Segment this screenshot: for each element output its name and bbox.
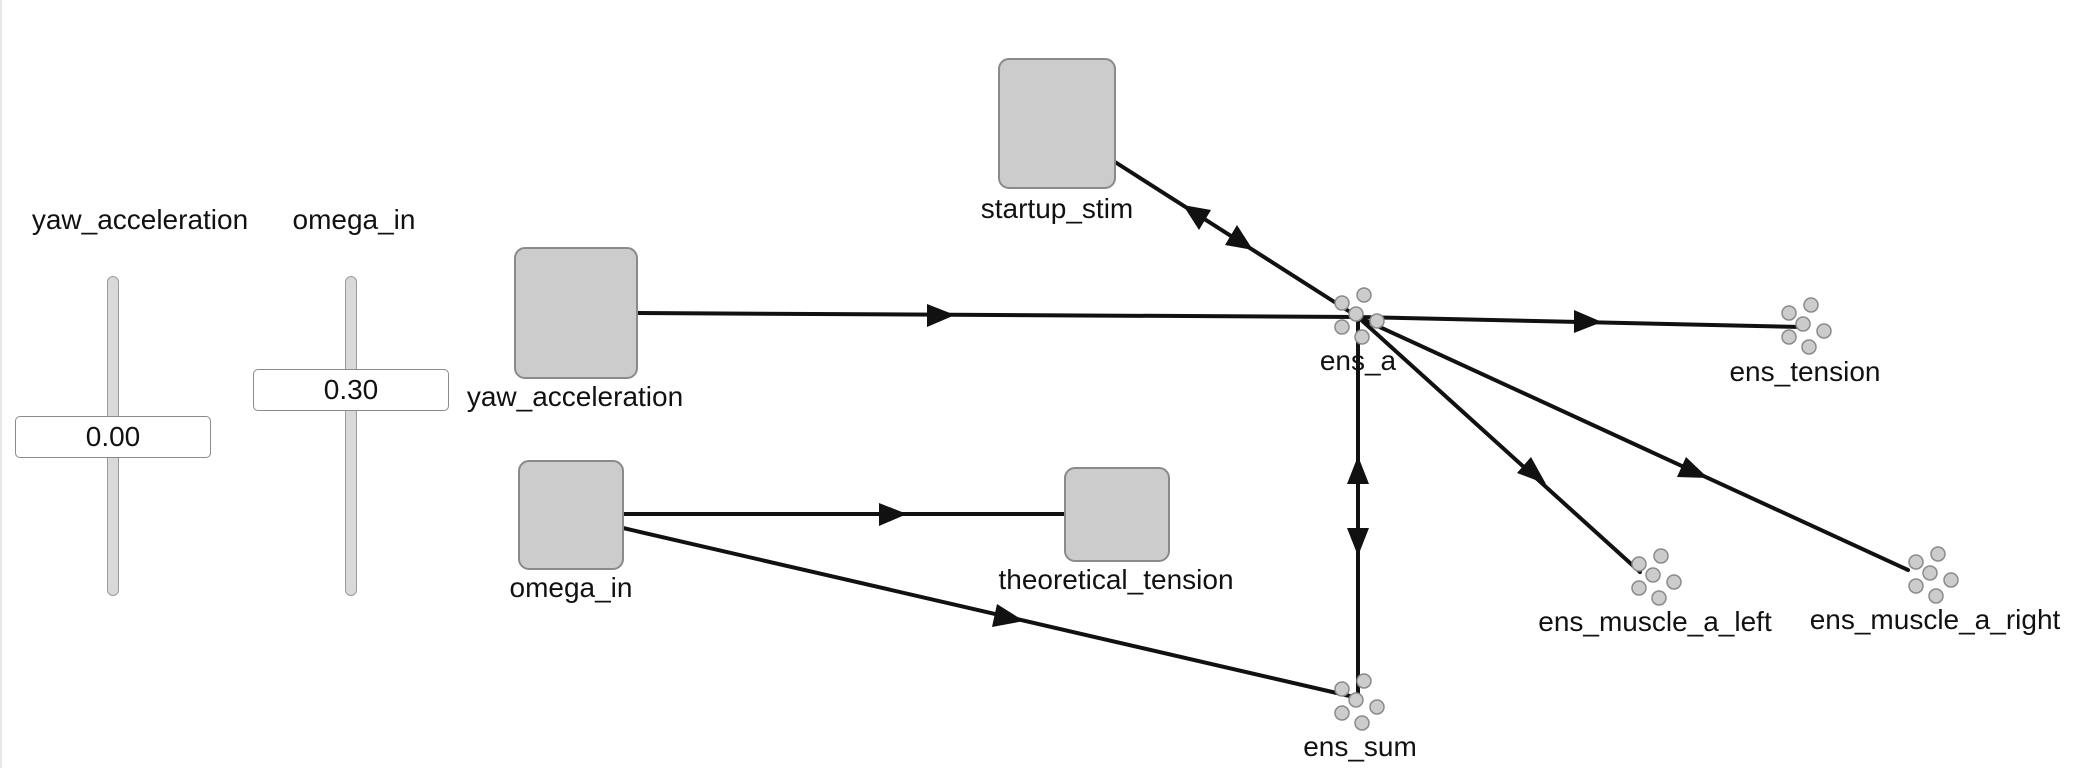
ensemble-ens-sum-icon[interactable] <box>1334 673 1385 731</box>
arrowhead-ens-a-to-ens-sum <box>1347 528 1369 556</box>
node-yaw-acceleration-label: yaw_acceleration <box>467 381 683 412</box>
node-startup-stim-label: startup_stim <box>981 193 1134 224</box>
slider-yaw-acceleration-label: yaw_acceleration <box>31 204 249 235</box>
node-theoretical-tension-box[interactable] <box>1064 467 1170 562</box>
arrowhead-ens-a-to-ens-tension <box>1574 310 1602 333</box>
node-omega-in-box[interactable] <box>518 460 624 570</box>
arrowhead-omega-in-to-ens-sum <box>992 604 1024 627</box>
ensemble-ens-tension-label: ens_tension <box>1729 356 1880 387</box>
connection-ens-a-to-ens-muscle-a-right <box>1356 315 1910 572</box>
arrowhead-ens-a-to-ens-muscle-a-right <box>1677 457 1708 478</box>
arrowhead-yaw-acceleration-to-ens-a <box>927 304 955 327</box>
slider-omega-in-label: omega_in <box>292 204 416 235</box>
ensemble-ens-muscle-a-left-icon[interactable] <box>1631 548 1682 606</box>
connection-omega-in-to-ens-sum <box>621 526 1356 699</box>
arrowhead-ens-a-to-ens-muscle-a-left <box>1517 457 1546 484</box>
node-startup-stim-box[interactable] <box>998 58 1116 189</box>
arrowhead-ens-a-to-startup-stim <box>1183 205 1211 230</box>
slider-omega-in-track[interactable] <box>345 276 357 596</box>
ensemble-ens-sum-label: ens_sum <box>1303 731 1417 762</box>
slider-omega-in-handle[interactable]: 0.30 <box>253 369 449 411</box>
slider-yaw-acceleration-handle[interactable]: 0.00 <box>15 416 211 458</box>
arrowhead-startup-stim-to-ens-a <box>1225 225 1253 250</box>
node-yaw-acceleration-box[interactable] <box>514 247 638 379</box>
arrowhead-omega-in-to-theoretical-tension <box>879 503 907 526</box>
connection-ens-a-to-ens-muscle-a-left <box>1356 315 1642 574</box>
ensemble-ens-muscle-a-left-label: ens_muscle_a_left <box>1538 606 1772 637</box>
ensemble-ens-muscle-a-right-label: ens_muscle_a_right <box>1810 604 2061 635</box>
node-omega-in-label: omega_in <box>510 572 633 603</box>
ensemble-ens-muscle-a-right-icon[interactable] <box>1908 546 1959 604</box>
left-panel-border <box>0 0 2 768</box>
connection-yaw-acceleration-to-ens-a <box>635 311 1360 319</box>
arrowhead-ens-sum-to-ens-a <box>1347 456 1369 484</box>
ensemble-ens-a-label: ens_a <box>1320 345 1397 376</box>
node-theoretical-tension-label: theoretical_tension <box>998 564 1233 595</box>
